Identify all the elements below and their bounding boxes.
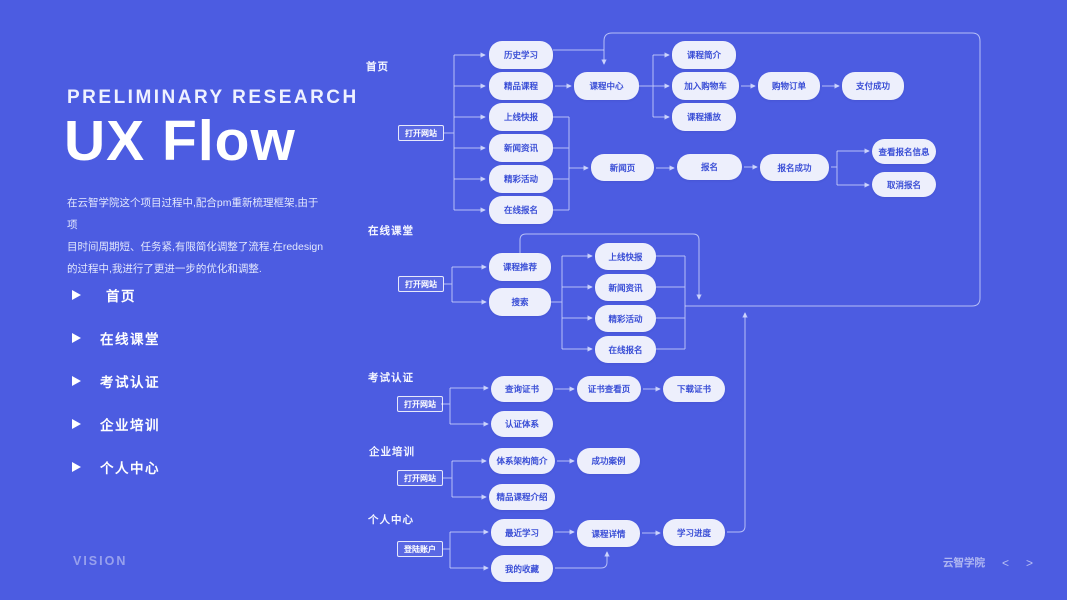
flow-node-pay-success: 支付成功 xyxy=(842,72,904,100)
flow-node-news-info: 新闻资讯 xyxy=(489,134,553,162)
menu-item-corp-training[interactable]: 企业培训 xyxy=(72,415,160,433)
flow-node-news-page: 新闻页 xyxy=(591,154,654,181)
flow-node-cert-view-page: 证书查看页 xyxy=(577,376,641,402)
flow-node-course-intro: 课程简介 xyxy=(672,41,736,69)
flow-node-recent-study: 最近学习 xyxy=(491,519,553,546)
flow-node-open-site-exam: 打开网站 xyxy=(397,396,443,412)
flow-node-add-to-cart: 加入购物车 xyxy=(672,72,739,100)
flow-node-course-recommend: 课程推荐 xyxy=(489,253,551,281)
section-label-exam-cert: 考试认证 xyxy=(368,372,414,384)
flow-node-online-signup-2: 在线报名 xyxy=(595,336,656,363)
flow-node-launch-news-2: 上线快报 xyxy=(595,243,656,270)
triangle-icon xyxy=(72,333,81,343)
section-menu: 首页 在线课堂 考试认证 企业培训 个人中心 xyxy=(72,286,160,501)
triangle-icon xyxy=(72,419,81,429)
brand-label: 云智学院 xyxy=(942,557,985,569)
flow-node-history-study: 历史学习 xyxy=(489,41,553,69)
flow-node-download-cert: 下载证书 xyxy=(663,376,725,402)
vision-watermark: VISION xyxy=(73,554,128,568)
triangle-icon xyxy=(72,462,81,472)
flow-node-query-cert: 查询证书 xyxy=(491,376,553,402)
flow-node-activities-2: 精彩活动 xyxy=(595,305,656,332)
menu-item-label: 个人中心 xyxy=(100,461,160,476)
footer-pager: 云智学院 < > xyxy=(943,555,1033,570)
flow-node-cancel-signup: 取消报名 xyxy=(872,172,936,197)
menu-item-label: 考试认证 xyxy=(100,375,160,390)
menu-item-online-class[interactable]: 在线课堂 xyxy=(72,329,160,347)
section-label-personal-center: 个人中心 xyxy=(368,514,414,526)
flow-node-open-site-corp: 打开网站 xyxy=(397,470,443,486)
flow-node-open-site-home: 打开网站 xyxy=(398,125,444,141)
flow-node-course-detail: 课程详情 xyxy=(577,520,640,547)
flow-node-signup: 报名 xyxy=(677,154,742,180)
flow-node-news-info-2: 新闻资讯 xyxy=(595,274,656,301)
menu-item-label: 企业培训 xyxy=(100,418,160,433)
flow-node-shopping-order: 购物订单 xyxy=(758,72,820,100)
triangle-icon xyxy=(72,290,81,300)
menu-item-label: 在线课堂 xyxy=(100,332,160,347)
flow-node-cert-system: 认证体系 xyxy=(491,411,553,437)
flow-node-featured-courses: 精品课程 xyxy=(489,72,553,100)
eyebrow-title: PRELIMINARY RESEARCH xyxy=(67,87,359,108)
menu-item-exam-cert[interactable]: 考试认证 xyxy=(72,372,160,390)
flow-node-featured-course-intro: 精品课程介绍 xyxy=(489,484,555,510)
flow-node-activities: 精彩活动 xyxy=(489,165,553,193)
flow-node-course-play: 课程播放 xyxy=(672,103,736,131)
menu-item-personal-center[interactable]: 个人中心 xyxy=(72,458,160,476)
flow-node-my-favorites: 我的收藏 xyxy=(491,555,553,582)
menu-item-home[interactable]: 首页 xyxy=(72,286,160,304)
flow-node-success-case: 成功案例 xyxy=(577,448,640,474)
flow-node-architecture-intro: 体系架构简介 xyxy=(489,448,555,474)
flow-node-study-progress: 学习进度 xyxy=(663,519,725,546)
flow-node-login-account: 登陆账户 xyxy=(397,541,443,557)
menu-item-label: 首页 xyxy=(106,289,136,304)
page-title: UX Flow xyxy=(64,109,296,173)
flow-node-view-signup-info: 查看报名信息 xyxy=(872,139,936,164)
next-arrow-icon[interactable]: > xyxy=(1025,555,1033,570)
section-label-online-class: 在线课堂 xyxy=(368,225,414,237)
prev-arrow-icon[interactable]: < xyxy=(1001,555,1009,570)
flow-node-online-signup: 在线报名 xyxy=(489,196,553,224)
description-line: 的过程中,我进行了更进一步的优化和调整. xyxy=(67,263,262,275)
description-line: 目时间周期短、任务紧,有限简化调整了流程.在redesign xyxy=(67,241,324,253)
flow-node-search: 搜索 xyxy=(489,288,551,316)
description-line: 在云智学院这个项目过程中,配合pm重新梳理框架,由于项 xyxy=(67,197,319,231)
description: 在云智学院这个项目过程中,配合pm重新梳理框架,由于项 目时间周期短、任务紧,有… xyxy=(67,192,327,280)
section-label-corp-training: 企业培训 xyxy=(369,446,415,458)
flow-node-open-site-class: 打开网站 xyxy=(398,276,444,292)
section-label-home: 首页 xyxy=(366,61,389,73)
triangle-icon xyxy=(72,376,81,386)
flow-node-course-center: 课程中心 xyxy=(574,72,639,100)
flow-node-signup-success: 报名成功 xyxy=(760,154,829,181)
flow-node-launch-news: 上线快报 xyxy=(489,103,553,131)
